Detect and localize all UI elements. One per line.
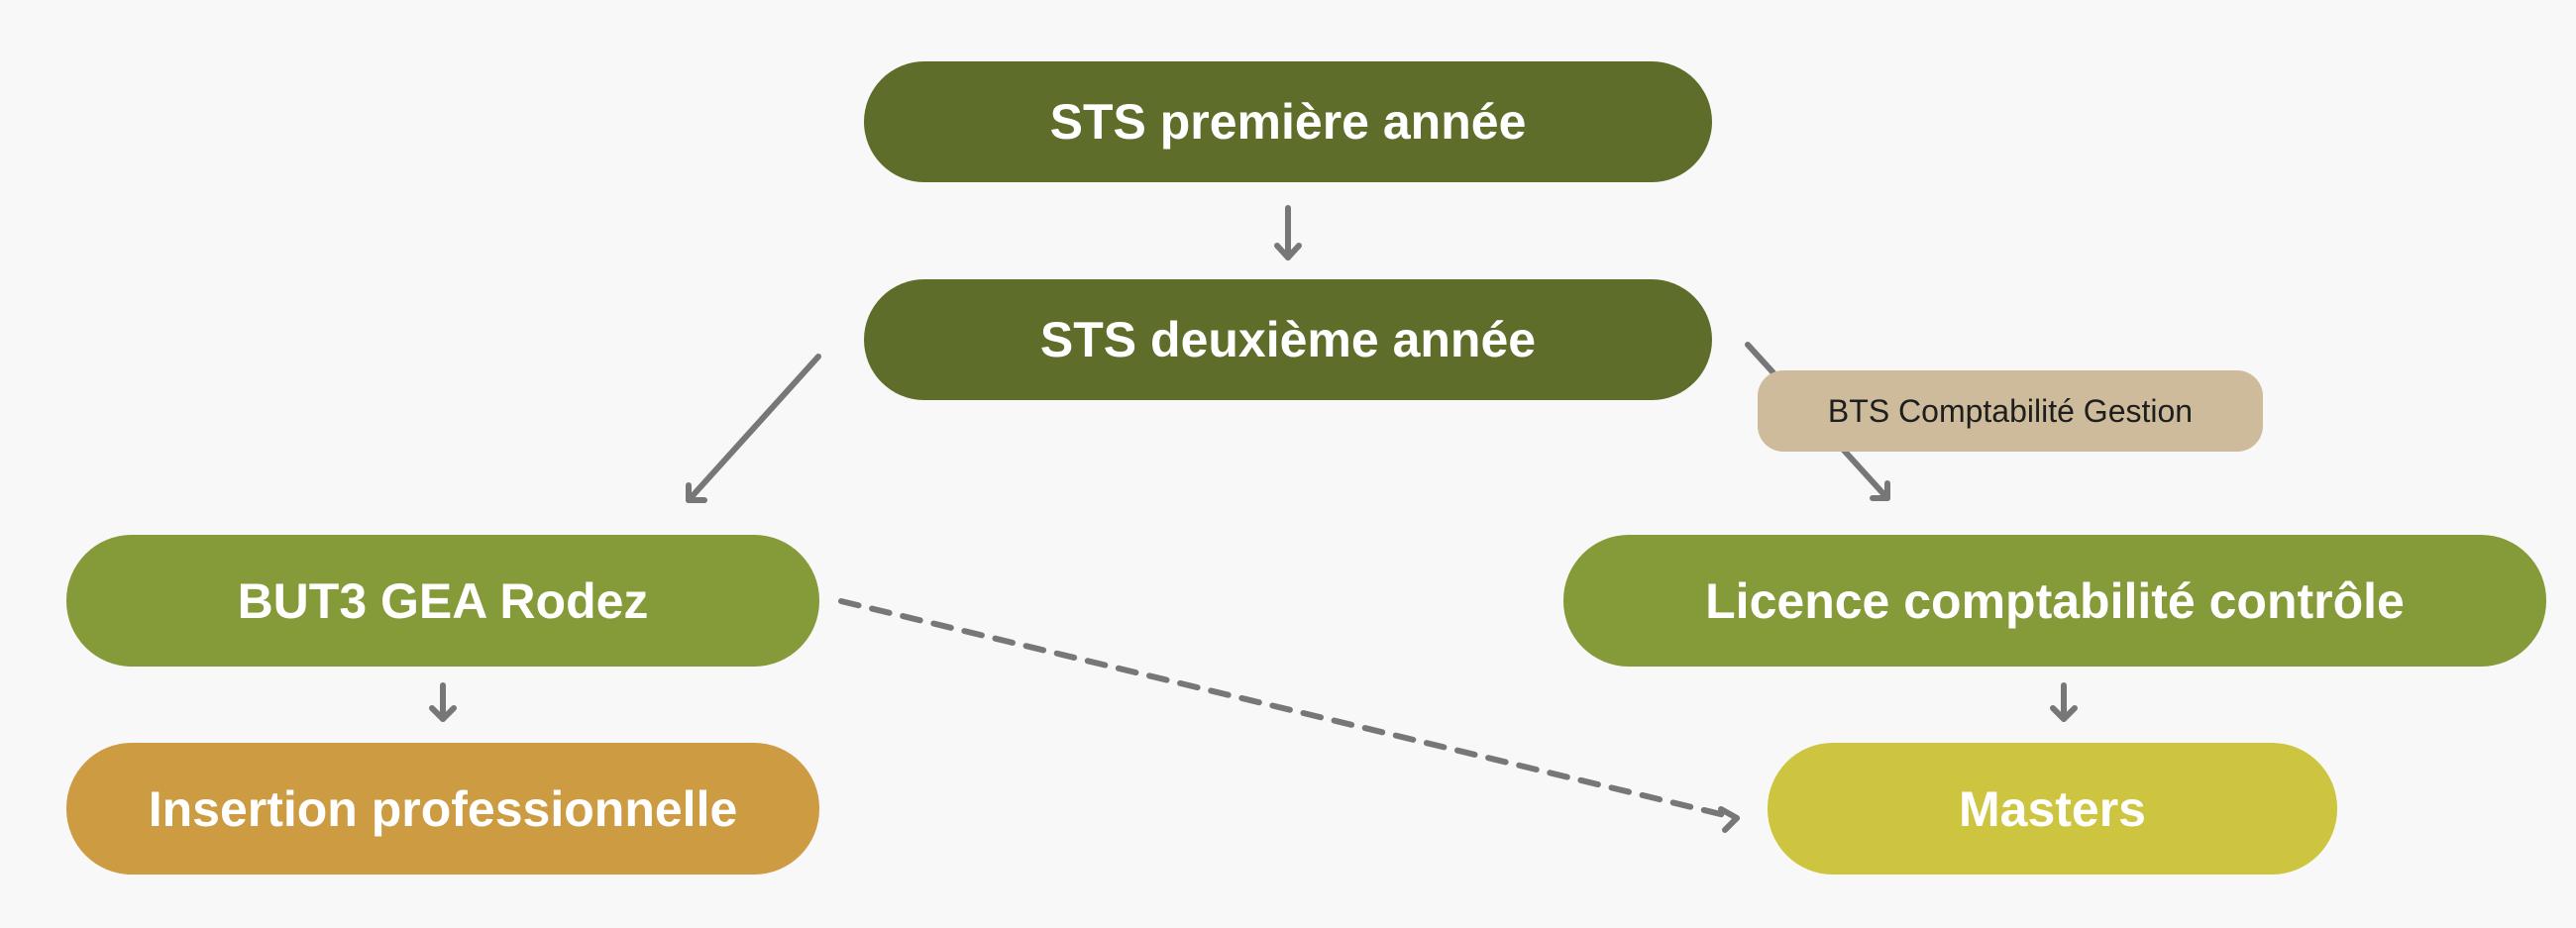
node-masters: Masters	[1768, 743, 2337, 875]
node-label: STS première année	[1049, 94, 1527, 150]
arrow-sts2-to-but3	[686, 354, 821, 503]
node-insertion-professionnelle: Insertion professionnelle	[66, 743, 819, 875]
arrow-licence-to-masters	[2050, 682, 2078, 722]
node-label: BUT3 GEA Rodez	[237, 572, 649, 629]
arrow-but3-to-insertion	[429, 682, 457, 722]
edge-label-bts: BTS Comptabilité Gestion	[1758, 370, 2263, 452]
node-label: Licence comptabilité contrôle	[1705, 572, 2405, 629]
arrow-but3-to-masters-dashed	[838, 598, 1740, 833]
arrow-sts1-to-sts2	[1274, 205, 1302, 260]
edge-label-text: BTS Comptabilité Gestion	[1827, 392, 2194, 429]
node-label: STS deuxième année	[1039, 312, 1537, 367]
node-sts-premiere-annee: STS première année	[864, 61, 1712, 182]
node-licence-comptabilite: Licence comptabilité contrôle	[1563, 535, 2546, 667]
node-sts-deuxieme-annee: STS deuxième année	[864, 279, 1712, 400]
node-but3-gea-rodez: BUT3 GEA Rodez	[66, 535, 819, 667]
node-label: Insertion professionnelle	[148, 780, 738, 837]
node-label: Masters	[1959, 780, 2146, 837]
